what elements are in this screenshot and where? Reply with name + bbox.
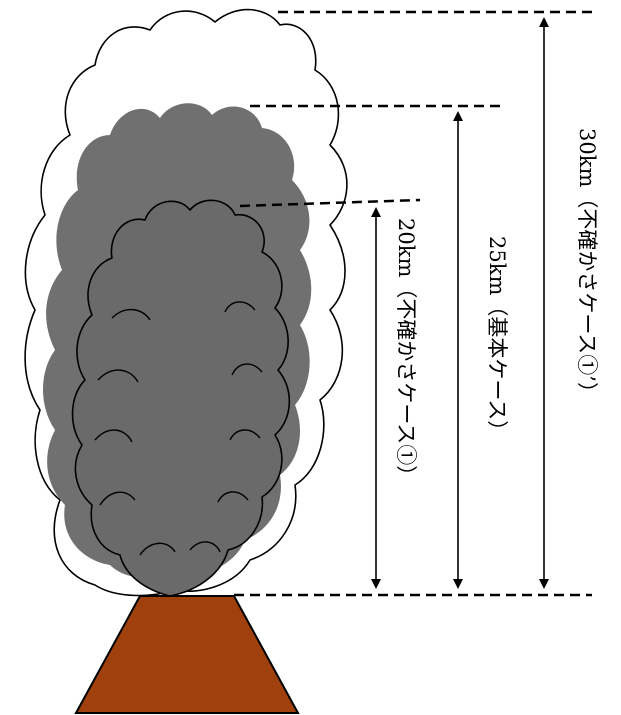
label-25km: 25km（基本ケース） — [485, 236, 509, 441]
volcano-cone — [74, 595, 300, 714]
label-20km: 20km（不確かさケース①） — [394, 218, 418, 486]
dashed-line-20km — [239, 198, 421, 208]
label-30km: 30km（不確かさケース①’） — [575, 128, 599, 403]
inner-plume-20km — [71, 199, 291, 597]
